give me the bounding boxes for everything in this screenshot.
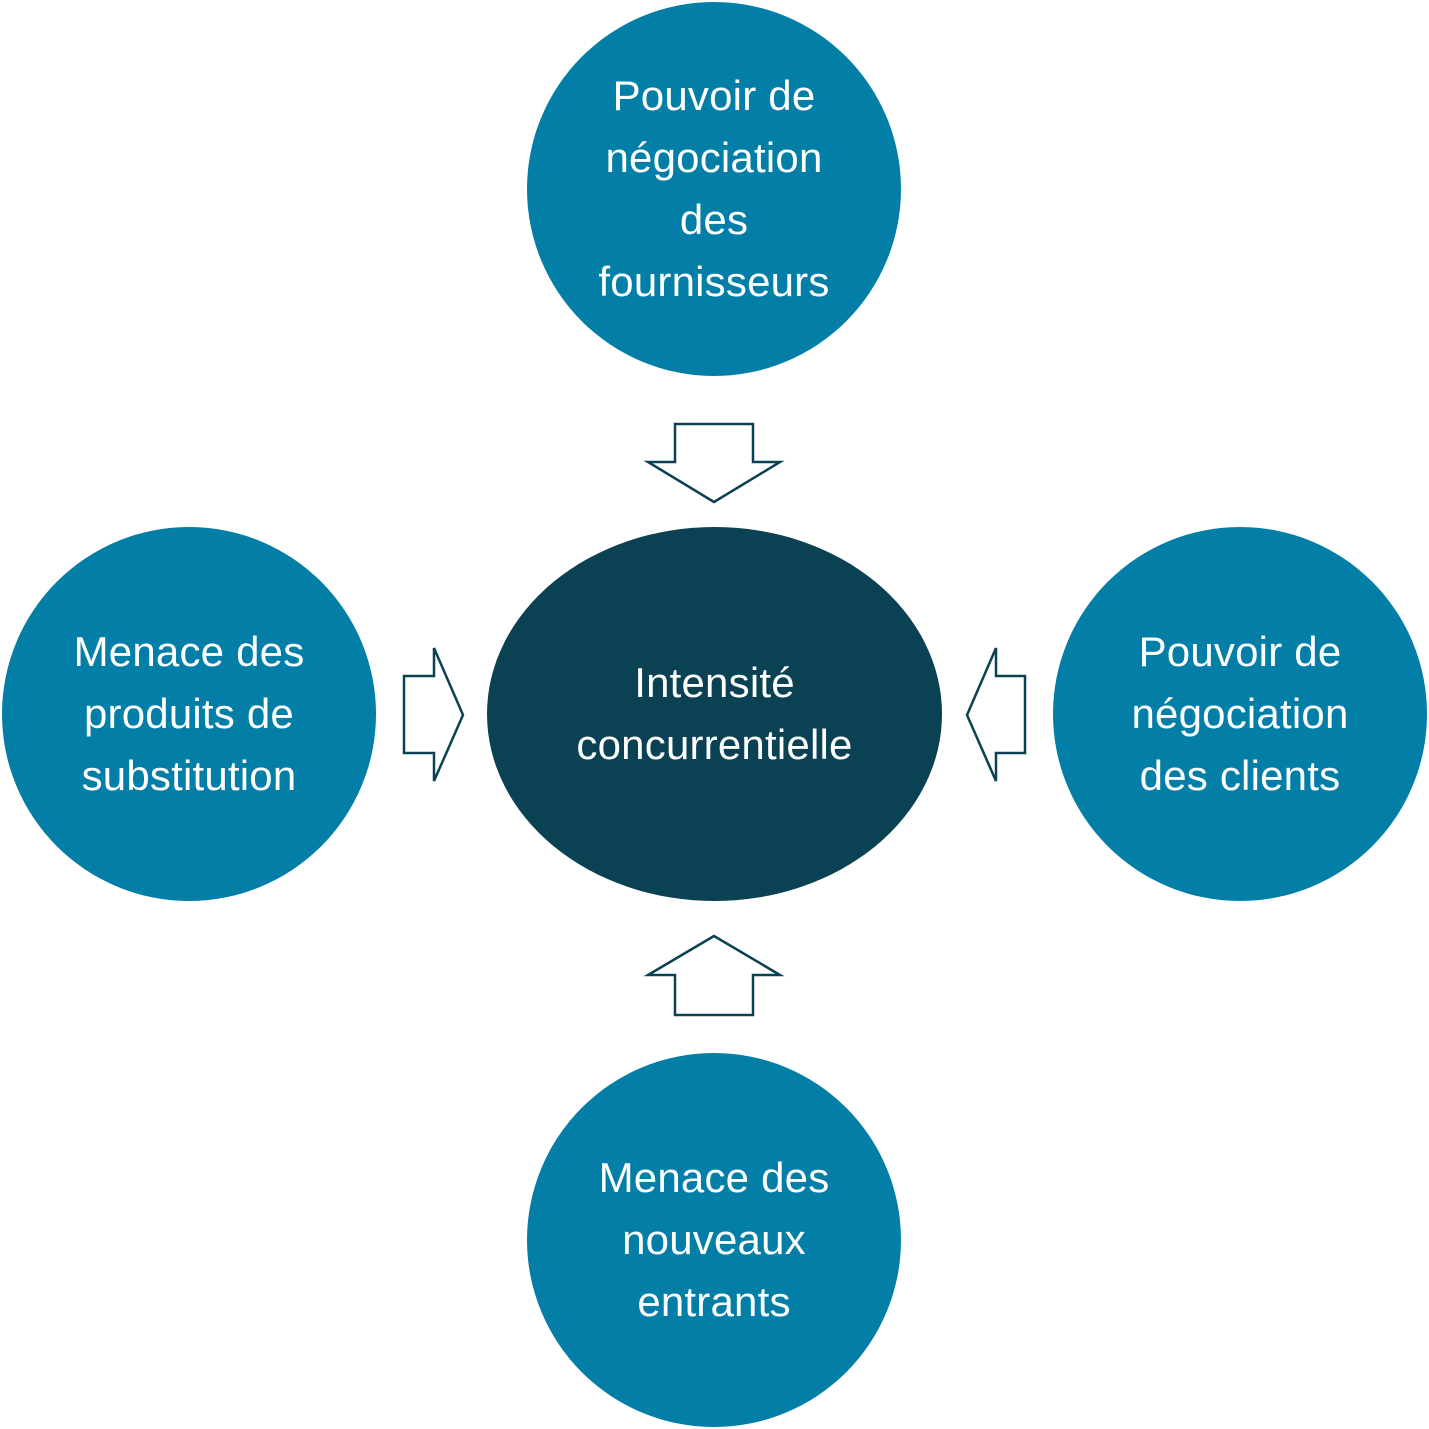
label-line: Menace des bbox=[598, 1154, 830, 1201]
node-supplier-power-label: Pouvoir de négociation des fournisseurs bbox=[598, 65, 829, 313]
node-new-entrants-threat-label: Menace des nouveaux entrants bbox=[599, 1147, 830, 1333]
label-line: concurrentielle bbox=[576, 721, 853, 768]
label-line: négociation bbox=[1131, 690, 1349, 737]
label-line: des clients bbox=[1139, 752, 1341, 799]
label-line: substitution bbox=[81, 752, 297, 799]
label-line: des bbox=[679, 196, 749, 243]
label-line: nouveaux bbox=[622, 1216, 806, 1263]
label-line: Menace des bbox=[73, 628, 305, 675]
node-buyer-power-label: Pouvoir de négociation des clients bbox=[1131, 621, 1348, 807]
node-substitutes-threat-label: Menace des produits de substitution bbox=[74, 621, 305, 807]
label-line: Pouvoir de bbox=[1138, 628, 1342, 675]
label-line: produits de bbox=[83, 690, 294, 737]
arrow-down-icon bbox=[643, 422, 785, 504]
node-substitutes-threat: Menace des produits de substitution bbox=[2, 527, 376, 901]
node-buyer-power: Pouvoir de négociation des clients bbox=[1053, 527, 1427, 901]
node-supplier-power: Pouvoir de négociation des fournisseurs bbox=[527, 2, 901, 376]
node-competitive-intensity: Intensité concurrentielle bbox=[487, 527, 942, 901]
node-new-entrants-threat: Menace des nouveaux entrants bbox=[527, 1053, 901, 1427]
label-line: négociation bbox=[605, 134, 823, 181]
label-line: Intensité bbox=[634, 659, 795, 706]
label-line: Pouvoir de bbox=[612, 72, 816, 119]
arrow-left-icon bbox=[965, 647, 1027, 782]
label-line: fournisseurs bbox=[598, 258, 830, 305]
label-line: entrants bbox=[637, 1278, 791, 1325]
arrow-up-icon bbox=[643, 934, 785, 1017]
node-competitive-intensity-label: Intensité concurrentielle bbox=[576, 652, 852, 776]
arrow-right-icon bbox=[402, 647, 465, 782]
